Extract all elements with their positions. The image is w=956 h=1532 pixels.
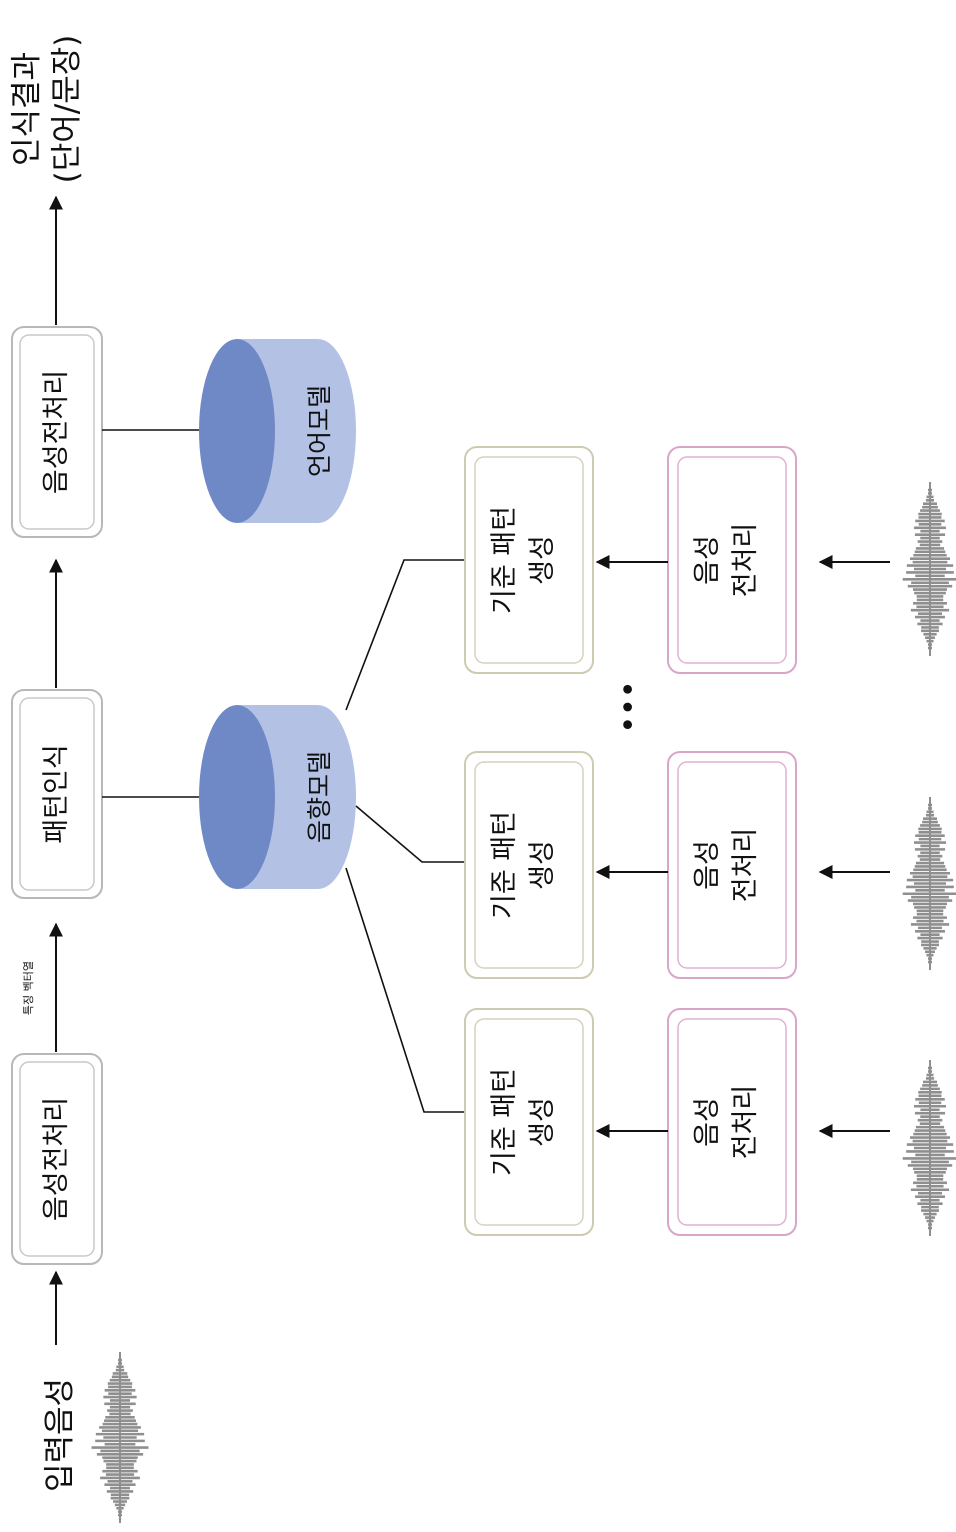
reference-box-3 bbox=[464, 1008, 594, 1236]
feature-vector-label: 특징 벡터열 bbox=[22, 960, 35, 1016]
acoustic-model-cylinder bbox=[199, 705, 356, 889]
branch-to-reference-3 bbox=[345, 867, 465, 1113]
speech-preprocess-box-2 bbox=[667, 751, 797, 979]
reference-label-2: 기준 패턴 생성 bbox=[486, 775, 562, 955]
speech-preprocess-label-2-line2: 전처리 bbox=[730, 827, 761, 903]
output-label-line2: (단어/문장) bbox=[49, 34, 85, 184]
preprocess-box-2 bbox=[11, 326, 103, 538]
speech-preprocess-label-2: 음성 전처리 bbox=[689, 775, 765, 955]
reference-label-2-line1: 기준 패턴 bbox=[489, 811, 520, 919]
language-model-cylinder bbox=[199, 339, 356, 523]
ellipsis: ••• bbox=[612, 680, 647, 734]
reference-box-1 bbox=[464, 446, 594, 674]
speech-preprocess-label-3: 음성 전처리 bbox=[689, 1032, 765, 1212]
speech-preprocess-label-3-line1: 음성 bbox=[692, 1097, 723, 1147]
preprocess-box-1 bbox=[11, 1053, 103, 1265]
reference-label-2-line2: 생성 bbox=[527, 840, 558, 890]
output-label-line1: 인식결과 bbox=[9, 51, 45, 167]
speech-preprocess-box-1 bbox=[667, 446, 797, 674]
speech-preprocess-label-2-line1: 음성 bbox=[692, 840, 723, 890]
preprocess-label-1: 음성전처리 bbox=[41, 1096, 72, 1222]
output-label: 인식결과 (단어/문장) bbox=[7, 9, 87, 209]
input-label: 입력음성 bbox=[42, 1377, 78, 1493]
preprocess-label-2: 음성전처리 bbox=[41, 369, 72, 495]
language-model-label: 언어모델 bbox=[305, 385, 334, 478]
speech-preprocess-box-3 bbox=[667, 1008, 797, 1236]
speech-preprocess-label-1: 음성 전처리 bbox=[689, 470, 765, 650]
training-waveform-2 bbox=[902, 797, 956, 970]
branch-to-reference-1 bbox=[345, 559, 465, 711]
training-waveform-3 bbox=[902, 1060, 956, 1236]
reference-label-3-line2: 생성 bbox=[527, 1097, 558, 1147]
branch-to-reference-2 bbox=[355, 805, 465, 863]
acoustic-model-label: 음향모델 bbox=[305, 751, 334, 844]
pattern-recognition-box bbox=[11, 689, 103, 899]
speech-preprocess-label-1-line2: 전처리 bbox=[730, 522, 761, 598]
reference-box-2 bbox=[464, 751, 594, 979]
reference-label-1-line2: 생성 bbox=[527, 535, 558, 585]
pattern-recognition-label: 패턴인식 bbox=[41, 744, 72, 844]
speech-preprocess-label-3-line2: 전처리 bbox=[730, 1084, 761, 1160]
training-waveform-1 bbox=[902, 482, 956, 656]
reference-label-1-line1: 기준 패턴 bbox=[489, 506, 520, 614]
reference-label-3-line1: 기준 패턴 bbox=[489, 1068, 520, 1176]
input-waveform bbox=[91, 1352, 149, 1523]
speech-preprocess-label-1-line1: 음성 bbox=[692, 535, 723, 585]
reference-label-1: 기준 패턴 생성 bbox=[486, 470, 562, 650]
reference-label-3: 기준 패턴 생성 bbox=[486, 1032, 562, 1212]
